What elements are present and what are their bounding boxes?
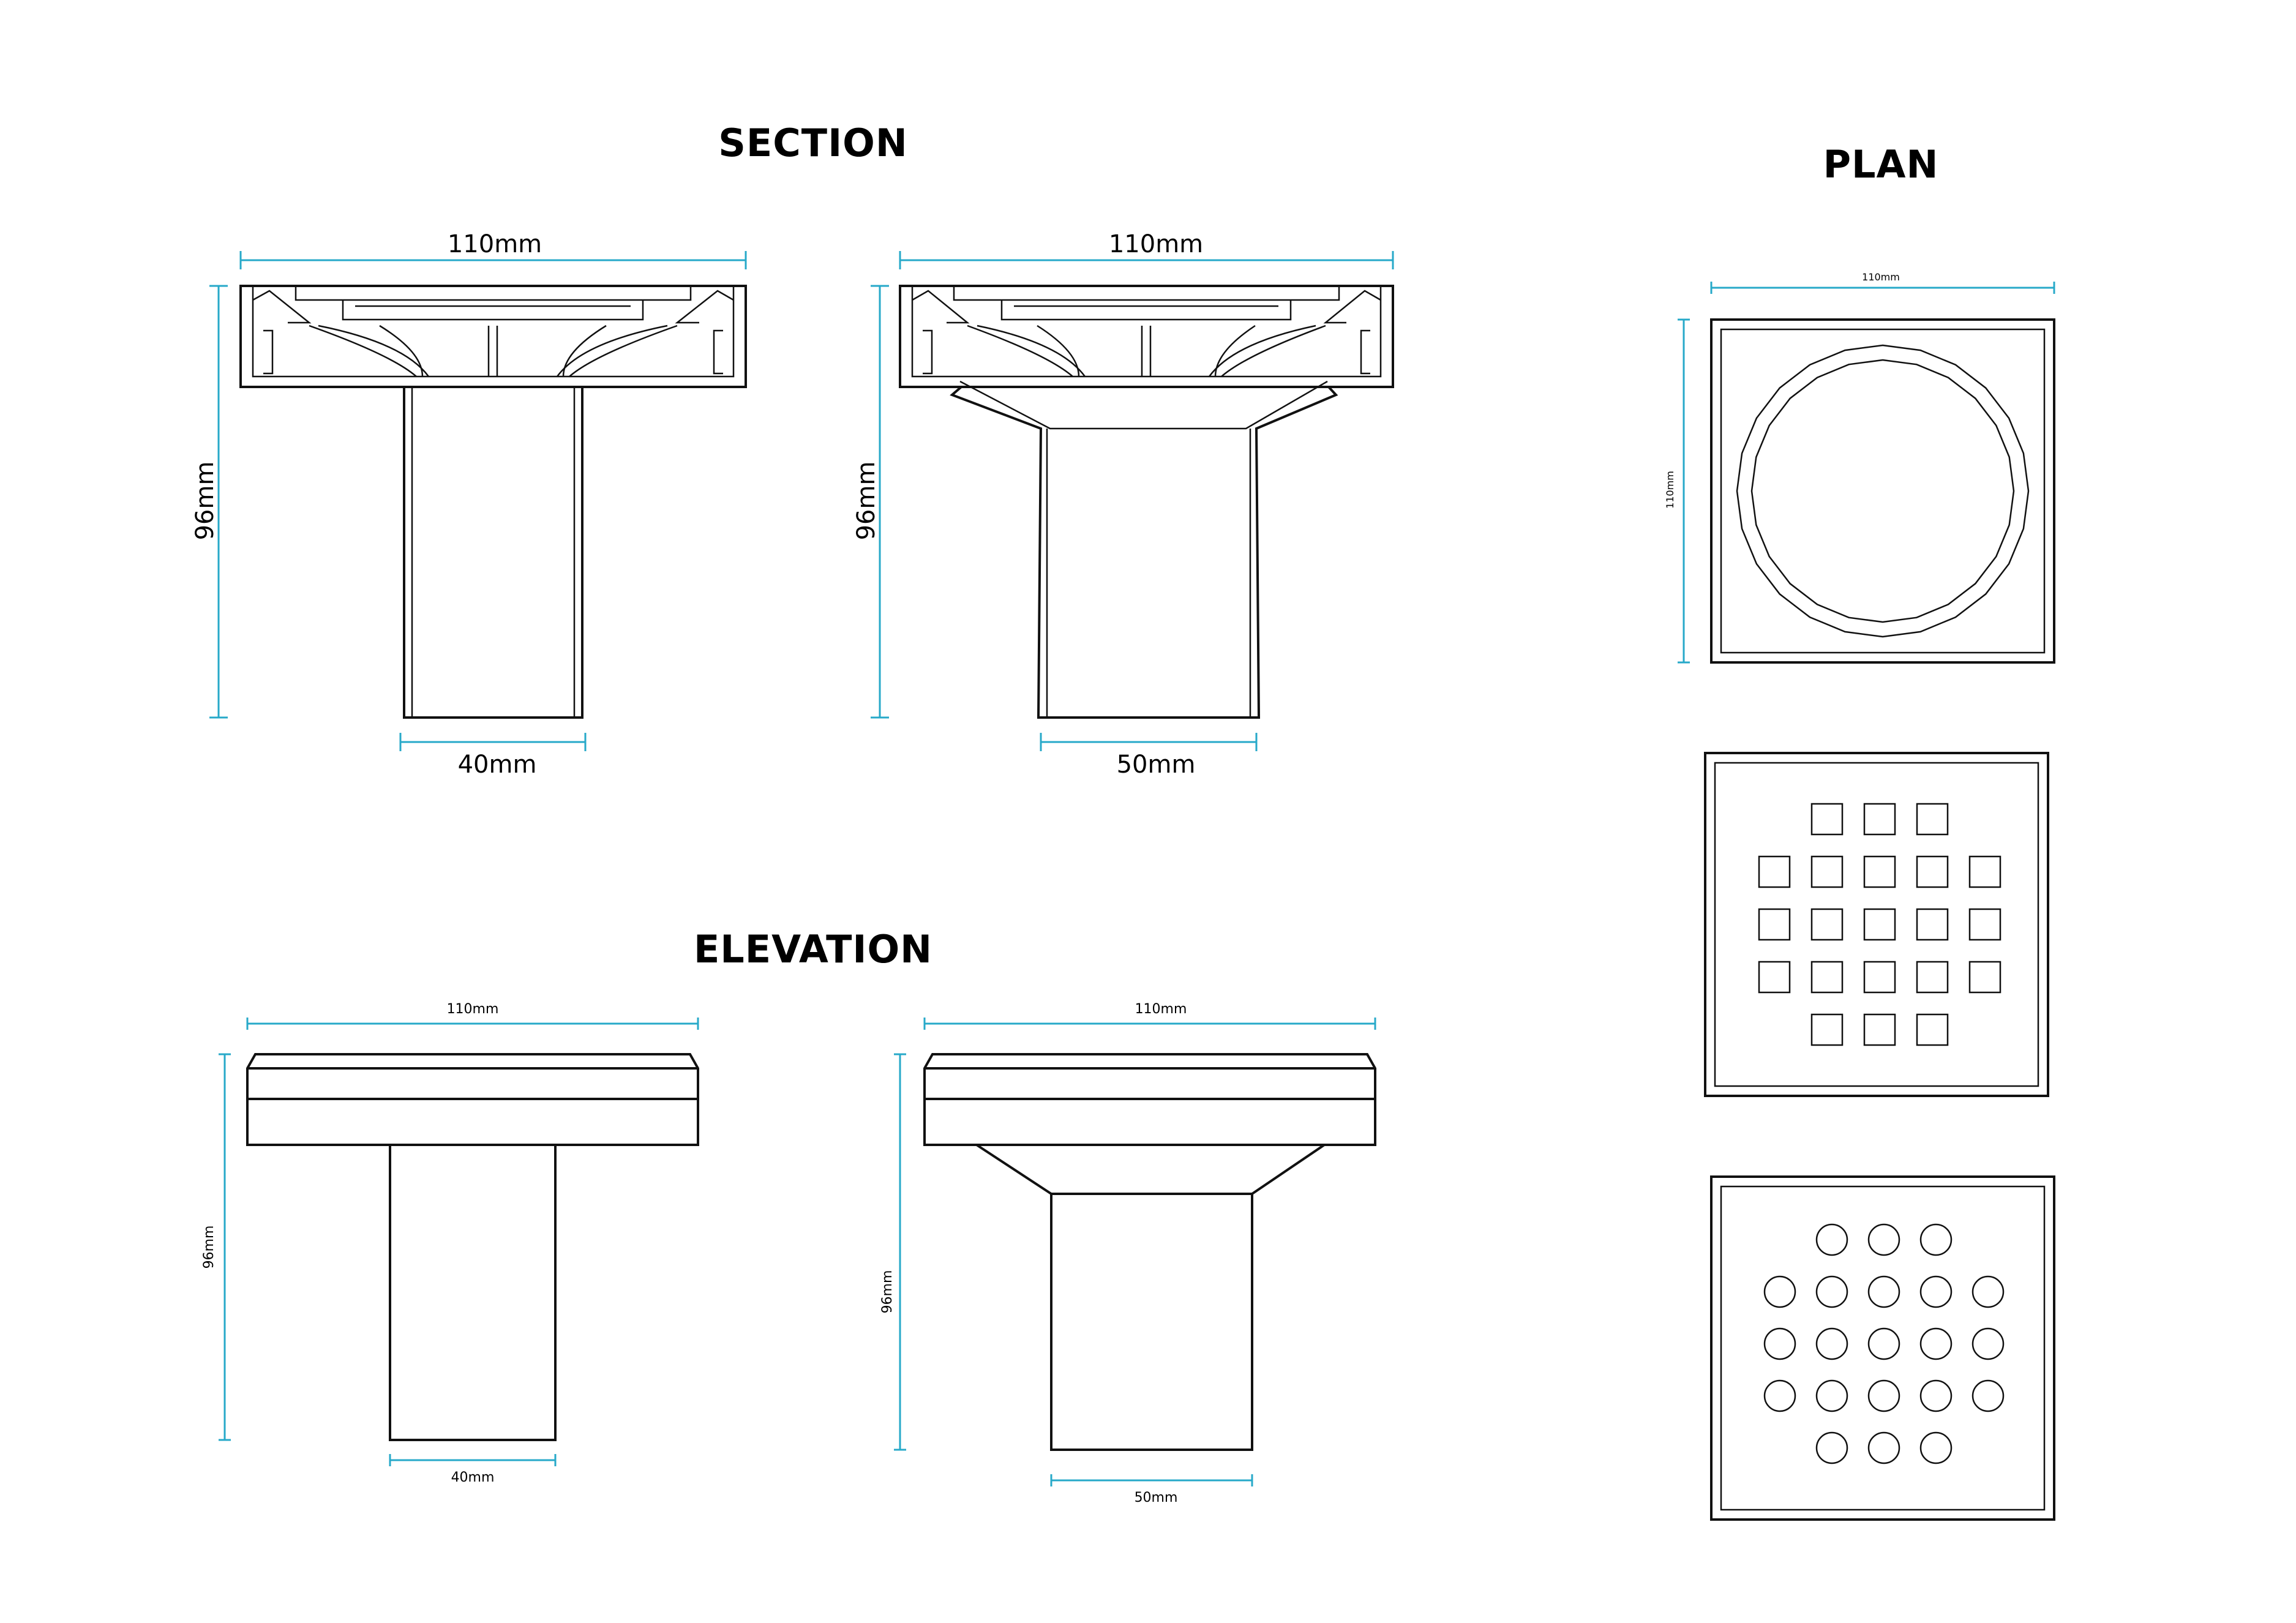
elevation-right-height-label: 96mm (880, 1270, 895, 1314)
section-right-drawing (899, 285, 1394, 719)
elevation-heading: ELEVATION (694, 927, 932, 972)
square-drain-hole (1968, 855, 2001, 888)
section-right-height-label: 96mm (852, 462, 880, 541)
round-drain-hole (1815, 1275, 1848, 1308)
square-drain-hole (1863, 961, 1896, 994)
section-right-width-label: 110mm (1109, 230, 1203, 258)
plan-round-grate (1710, 318, 2055, 664)
round-drain-hole (1763, 1327, 1796, 1360)
section-left-height-label: 96mm (191, 462, 219, 541)
round-drain-hole (1867, 1223, 1900, 1256)
plan-round-hole-grate (1710, 1175, 2055, 1521)
elevation-left-width-label: 110mm (447, 1002, 499, 1017)
section-right-dimensions: 110mm 96mm 50mm (852, 230, 1394, 779)
round-drain-hole (1867, 1275, 1900, 1308)
round-drain-hole (1867, 1327, 1900, 1360)
section-left-width-label: 110mm (448, 230, 542, 258)
round-drain-hole (1919, 1327, 1953, 1360)
square-drain-hole (1758, 855, 1791, 888)
round-drain-hole (1815, 1223, 1848, 1256)
elevation-right-dimensions: 110mm 96mm 50mm (880, 1002, 1376, 1505)
elevation-left-outlet-label: 40mm (451, 1470, 495, 1485)
plan-square-hole-grate (1704, 752, 2049, 1097)
square-drain-hole (1863, 855, 1896, 888)
section-left-outlet-label: 40mm (458, 751, 537, 779)
square-drain-hole (1863, 1013, 1896, 1046)
elevation-right-width-label: 110mm (1135, 1002, 1187, 1017)
square-drain-hole (1916, 1013, 1949, 1046)
round-drain-hole (1971, 1379, 2005, 1412)
square-drain-hole (1916, 803, 1949, 836)
round-drain-hole (1867, 1431, 1900, 1464)
square-drain-hole (1916, 908, 1949, 941)
round-drain-hole (1971, 1275, 2005, 1308)
elevation-left-drawing (246, 1053, 699, 1441)
section-left-dimensions: 110mm 96mm 40mm (191, 230, 747, 779)
square-drain-hole (1863, 803, 1896, 836)
square-drain-hole (1968, 961, 2001, 994)
round-drain-hole (1971, 1327, 2005, 1360)
square-drain-hole (1968, 908, 2001, 941)
elevation-right-drawing (923, 1053, 1376, 1451)
elevation-right-outlet-label: 50mm (1135, 1490, 1178, 1505)
square-drain-hole (1758, 961, 1791, 994)
square-drain-hole (1916, 961, 1949, 994)
square-drain-hole (1810, 1013, 1844, 1046)
square-drain-hole (1810, 908, 1844, 941)
elevation-left-dimensions: 110mm 96mm 40mm (201, 1002, 699, 1485)
round-drain-hole (1867, 1379, 1900, 1412)
section-right-outlet-label: 50mm (1117, 751, 1196, 779)
round-drain-hole (1815, 1431, 1848, 1464)
round-drain-hole (1763, 1379, 1796, 1412)
plan-top-width-label: 110mm (1862, 271, 1900, 283)
round-drain-hole (1815, 1379, 1848, 1412)
square-drain-hole (1810, 803, 1844, 836)
section-left-drawing (239, 285, 747, 719)
square-drain-hole (1758, 908, 1791, 941)
round-drain-hole (1919, 1275, 1953, 1308)
section-heading: SECTION (718, 121, 907, 165)
elevation-left-height-label: 96mm (201, 1226, 217, 1269)
round-drain-hole (1919, 1223, 1953, 1256)
round-drain-hole (1919, 1431, 1953, 1464)
square-drain-hole (1916, 855, 1949, 888)
plan-heading: PLAN (1823, 142, 1939, 187)
plan-top-height-label: 110mm (1664, 471, 1676, 509)
round-drain-hole (1815, 1327, 1848, 1360)
round-drain-hole (1763, 1275, 1796, 1308)
square-drain-hole (1810, 855, 1844, 888)
plan-top-dimensions: 110mm 110mm (1664, 271, 2055, 664)
round-drain-hole (1919, 1379, 1953, 1412)
square-drain-hole (1810, 961, 1844, 994)
square-drain-hole (1863, 908, 1896, 941)
